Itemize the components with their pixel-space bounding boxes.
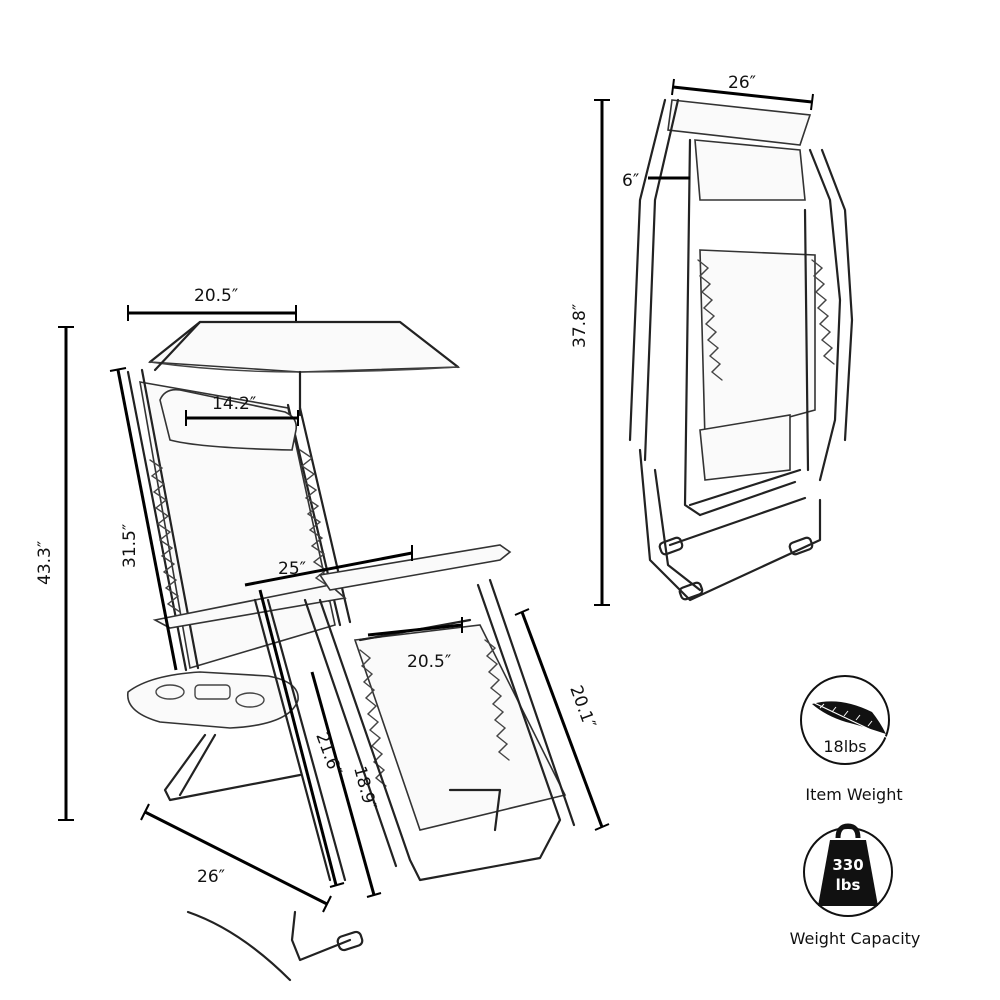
canopy-width-label: 20.5″: [194, 286, 238, 306]
folded-width-label: 26″: [728, 73, 756, 93]
armrest-length-label: 25″: [278, 559, 306, 579]
leg-height-a-label: 21.6″: [311, 730, 345, 778]
folded-height-label: 37.8″: [570, 304, 590, 348]
folded-chair-illustration: [628, 98, 854, 602]
headrest-width-label: 14.2″: [212, 394, 256, 414]
leg-height-b-label: 18.9″: [349, 764, 380, 812]
unfolded-chair-illustration: [126, 320, 576, 982]
back-length-label: 31.5″: [120, 524, 140, 568]
weight-capacity-value-line1: 330: [832, 856, 863, 874]
weight-capacity-spec: 330 lbs Weight Capacity: [790, 823, 921, 948]
base-depth-label: 26″: [197, 867, 225, 887]
weight-capacity-label: Weight Capacity: [790, 929, 921, 948]
total-height-label: 43.3″: [35, 541, 55, 585]
item-weight-value: 18lbs: [823, 737, 866, 756]
dimension-labels: 20.5″ 14.2″ 43.3″ 31.5″ 25″ 20.5″ 20.1″ …: [35, 73, 756, 887]
dimension-lines: [58, 78, 814, 913]
kettlebell-weight-icon: [818, 823, 878, 906]
folded-thickness-label: 6″: [622, 171, 639, 191]
item-weight-spec: 18lbs Item Weight: [800, 675, 903, 804]
seat-width-label: 20.5″: [407, 652, 451, 672]
seat-length-label: 20.1″: [565, 683, 599, 731]
item-weight-label: Item Weight: [805, 785, 902, 804]
feather-icon: [807, 699, 889, 739]
weight-capacity-value-line2: lbs: [836, 876, 861, 894]
